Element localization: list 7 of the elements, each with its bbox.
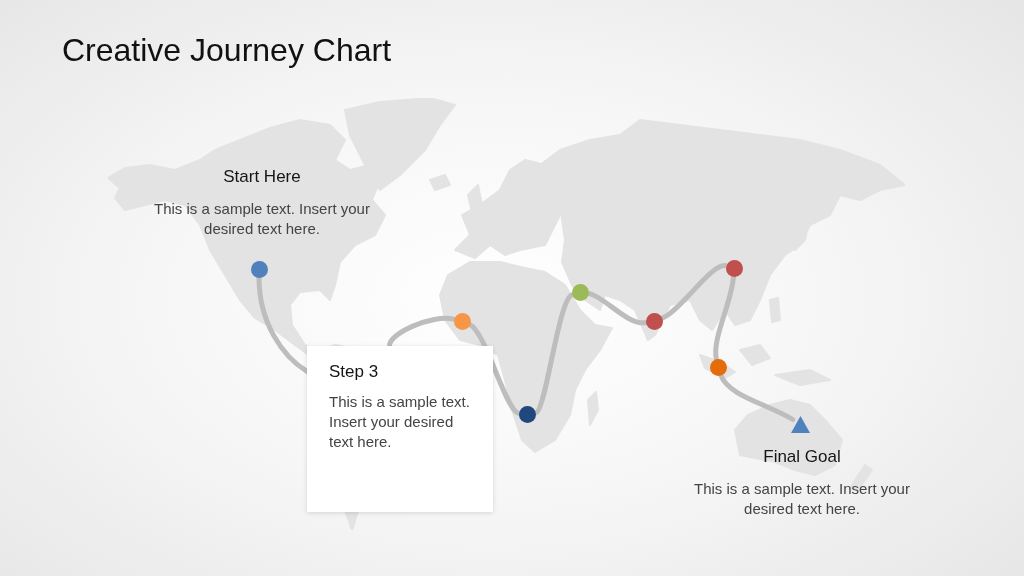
step-description: This is a sample text. Insert your desired text here.: [693, 479, 911, 519]
step-description: This is a sample text. Insert your desired text here.: [153, 199, 371, 239]
card-heading: Step 3: [329, 361, 380, 382]
step-heading: Final Goal: [762, 446, 842, 467]
step-heading: Start Here: [222, 166, 302, 187]
card-description: This is a sample text. Insert your desired text here.: [329, 392, 471, 452]
slide-title: Creative Journey Chart: [62, 31, 392, 70]
